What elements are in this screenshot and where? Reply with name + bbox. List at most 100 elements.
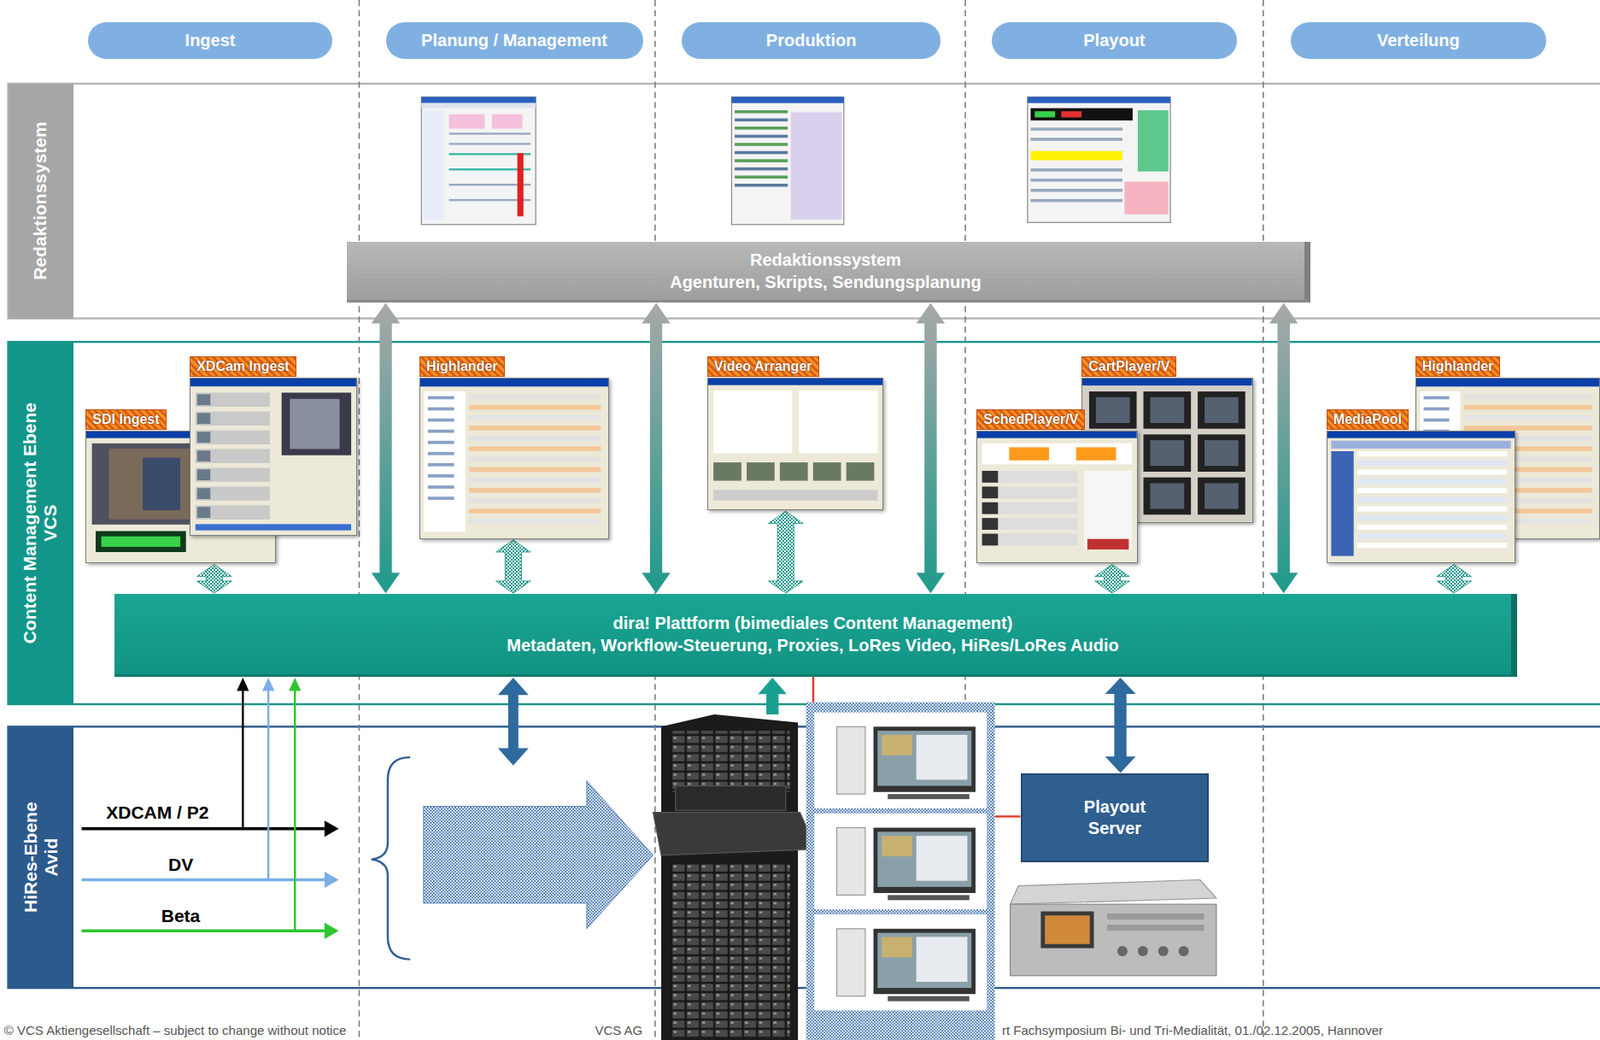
window-part [1463,415,1592,421]
window-part [468,498,601,504]
label-holder: DV [168,854,194,875]
app-tag: MediaPool [1326,409,1409,430]
window-part [281,392,352,455]
window-part [195,448,270,463]
window-part [197,450,211,462]
window-content [420,378,609,539]
workstation-group [837,726,866,794]
signal-input-line [82,677,340,939]
window-part [468,487,601,493]
screenshot-illustration [1030,151,1123,161]
node-text: Ingest [185,30,236,51]
node-text: dira! Plattform (bimediales Content Mana… [613,611,1014,634]
window-part [708,378,884,386]
transfer-arrow [758,677,787,715]
layer-frame [8,83,1600,319]
node-text: Planung / Management [421,30,608,51]
label-holder: Beta [161,905,201,927]
column-header: Ingest [87,22,334,59]
window-part [1087,539,1130,550]
window-part [977,431,1137,439]
workstation-group [881,734,913,756]
workstation-group [814,914,987,1010]
screenshot-illustration [734,175,788,179]
screenshot-illustration [731,96,844,103]
screenshot-illustration [1027,96,1171,223]
signal-input-line [82,928,325,932]
storage-rack [675,785,786,811]
screenshot-illustration [1030,199,1123,203]
window-part [1076,446,1117,460]
window-part [1143,433,1192,472]
curly-bracket [371,756,411,959]
window-part [982,443,1133,465]
window-part [427,496,455,500]
storage-rack [652,812,816,856]
workstation-group [877,730,972,786]
layer-band: Redaktionssystem [8,83,74,319]
window-part [427,395,455,399]
app-window [1326,430,1516,563]
node-text: Metadaten, Workflow-Steuerung, Proxies, … [506,633,1119,657]
signal-input-line [236,677,249,692]
window-part [197,506,211,518]
screenshot-illustration [734,151,788,155]
window-part [982,470,999,483]
app-tag: Highlander [1415,356,1501,377]
window-part [427,440,455,445]
window-part [982,533,999,546]
window-part [1357,533,1507,540]
screenshot-illustration [1030,108,1132,121]
layer-frame [8,83,1600,988]
window-part [468,518,601,524]
screenshot-illustration [734,158,788,163]
window-part [197,468,211,481]
window-part [468,456,601,462]
window-content [1327,431,1515,563]
double-arrow [1269,303,1298,594]
window-part [1204,439,1239,466]
window-part [420,378,609,387]
screenshot-illustration [1030,127,1123,131]
window-part [427,451,455,456]
label-holder: © VCS Aktiengesellschaft – subject to ch… [4,1022,346,1038]
screenshot-illustration [421,96,536,224]
window-part [982,486,999,499]
window-part [1150,439,1185,466]
window-part [1330,440,1511,449]
footer-note: rt Fachsymposium Bi- und Tri-Medialität,… [1002,1022,1384,1038]
red-link-line [995,814,1021,817]
workstation-group [814,813,987,909]
curly-bracket [371,756,411,959]
window-part [195,486,270,500]
window-part [468,477,601,483]
column-header: Verteilung [1290,22,1547,59]
red-link-line [812,676,815,704]
double-arrow [1436,563,1472,593]
signal-input-line [262,677,275,692]
screenshot-illustration [449,142,532,145]
screenshot-illustration [517,152,524,217]
node-text: Produktion [766,30,857,51]
app-tag: XDCam Ingest [189,356,296,377]
node-text: Redaktionssystem [750,248,902,271]
workstation-group [887,996,970,1002]
screenshot-illustration [734,110,788,114]
workstation-group [806,702,996,1040]
window-part [982,533,1079,546]
window-part [1082,378,1253,386]
app-window [707,377,885,510]
window-part [1357,478,1507,484]
workstation-group [873,928,976,994]
column-header: Planung / Management [386,22,644,59]
app-tag: Video Arranger [707,356,820,377]
double-arrow [371,303,401,594]
window-content [708,378,884,510]
window-part [813,462,842,481]
screenshot-illustration [1030,178,1123,182]
node-text: HiRes-Ebene Avid [20,792,62,922]
window-part [423,391,465,532]
app-screenshot: XDCam Ingest [189,356,358,536]
node-text: Agenturen, Skripts, Sendungsplanung [669,270,981,294]
window-part [713,462,742,481]
